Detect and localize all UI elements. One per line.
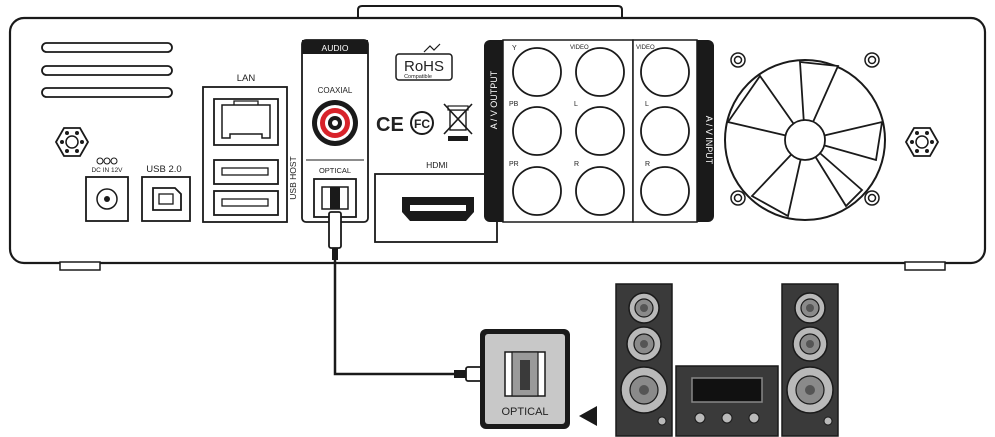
hdmi-label: HDMI — [426, 160, 448, 170]
hex-screw-left-icon — [54, 127, 90, 157]
lan-port[interactable] — [213, 98, 279, 146]
speaker-right — [781, 283, 839, 437]
rohs-logo: RoHS Compatible — [395, 43, 453, 81]
usb-host-port-1[interactable] — [213, 159, 279, 185]
hex-screw-right-icon — [904, 127, 940, 157]
rca-out-r[interactable] — [575, 166, 625, 216]
rca-out-pr[interactable] — [512, 166, 562, 216]
usb-2-port[interactable]: USB 2.0 — [141, 164, 191, 222]
in-label-r: R — [645, 161, 650, 168]
rca-in-video[interactable] — [640, 47, 690, 97]
foot-left — [59, 261, 101, 271]
rohs-text: RoHS — [404, 58, 444, 75]
audio-label: AUDIO — [322, 43, 349, 53]
rohs-sub-text: Compatible — [404, 74, 432, 80]
vent-slots — [41, 42, 173, 98]
av-output-label: A / V OUTPUT — [489, 70, 499, 129]
rca-out-pb[interactable] — [512, 106, 562, 156]
rca-out-y[interactable] — [512, 47, 562, 97]
out-label-video: VIDEO — [570, 45, 589, 51]
receiver-optical-label: OPTICAL — [501, 406, 548, 418]
left-arrow-icon — [579, 406, 597, 426]
speaker-left — [615, 283, 673, 437]
usb-host-port-2[interactable] — [213, 190, 279, 216]
receiver-optical-input[interactable]: OPTICAL — [480, 329, 570, 429]
dc-in-label: DC IN 12V — [91, 167, 123, 174]
hdmi-port[interactable] — [402, 197, 474, 221]
optical-label: OPTICAL — [319, 166, 351, 175]
svg-text:FC: FC — [414, 117, 430, 131]
receiver-unit — [675, 365, 779, 437]
dc-in-port[interactable]: DC IN 12V — [85, 157, 129, 222]
foot-right — [904, 261, 946, 271]
coaxial-port[interactable] — [312, 100, 358, 146]
out-label-pr: PR — [509, 161, 519, 168]
rca-in-r[interactable] — [640, 166, 690, 216]
coaxial-label: COAXIAL — [318, 86, 353, 95]
in-label-video: VIDEO — [636, 45, 655, 51]
usb-host-label: USB HOST — [288, 156, 298, 199]
out-label-r: R — [574, 161, 579, 168]
optical-port[interactable] — [313, 178, 357, 218]
out-label-pb: PB — [509, 101, 519, 108]
out-label-y: Y — [512, 45, 517, 52]
usb2-label: USB 2.0 — [146, 164, 181, 175]
weee-bin-icon — [443, 103, 473, 141]
rca-in-l[interactable] — [640, 106, 690, 156]
rca-out-l[interactable] — [575, 106, 625, 156]
in-label-l: L — [645, 101, 649, 108]
out-label-l: L — [574, 101, 578, 108]
lan-label: LAN — [237, 73, 256, 84]
top-handle — [357, 5, 623, 18]
fan-grille-icon — [724, 59, 886, 221]
fc-mark: FC — [410, 111, 434, 135]
av-input-label: A / V INPUT — [704, 116, 714, 165]
rca-out-video[interactable] — [575, 47, 625, 97]
ce-mark: CE — [376, 114, 404, 136]
fan-screws — [730, 52, 880, 206]
